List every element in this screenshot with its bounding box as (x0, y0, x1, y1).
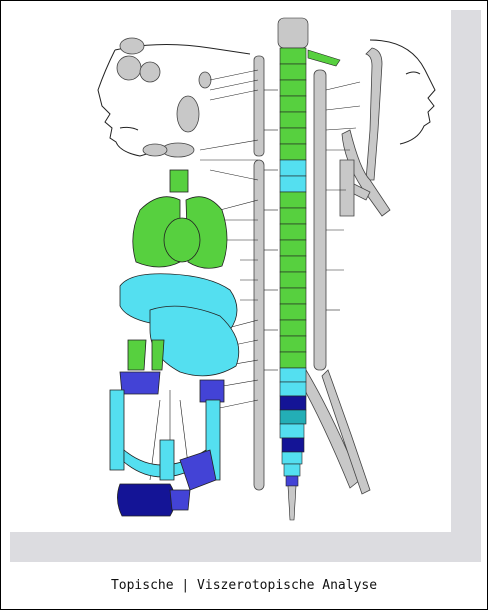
abdominal-organs (110, 274, 239, 516)
analysis-link[interactable]: Viszerotopische Analyse (197, 578, 377, 593)
image-panel (10, 10, 481, 562)
brain-nuclei (117, 38, 211, 157)
caption-separator: | (181, 578, 189, 593)
thoracic-organs (133, 170, 227, 268)
topic-link[interactable]: Topische (111, 578, 174, 593)
caption-text: Topische | Viszerotopische Analyse (1, 578, 487, 593)
sympathetic-chain (254, 56, 370, 494)
caption-bar: Topische | Viszerotopische Analyse (1, 562, 487, 609)
right-vessels (340, 48, 390, 216)
illustration-canvas (10, 10, 451, 532)
spinal-cord (278, 18, 340, 520)
nervous-system-illustration[interactable] (10, 10, 451, 532)
